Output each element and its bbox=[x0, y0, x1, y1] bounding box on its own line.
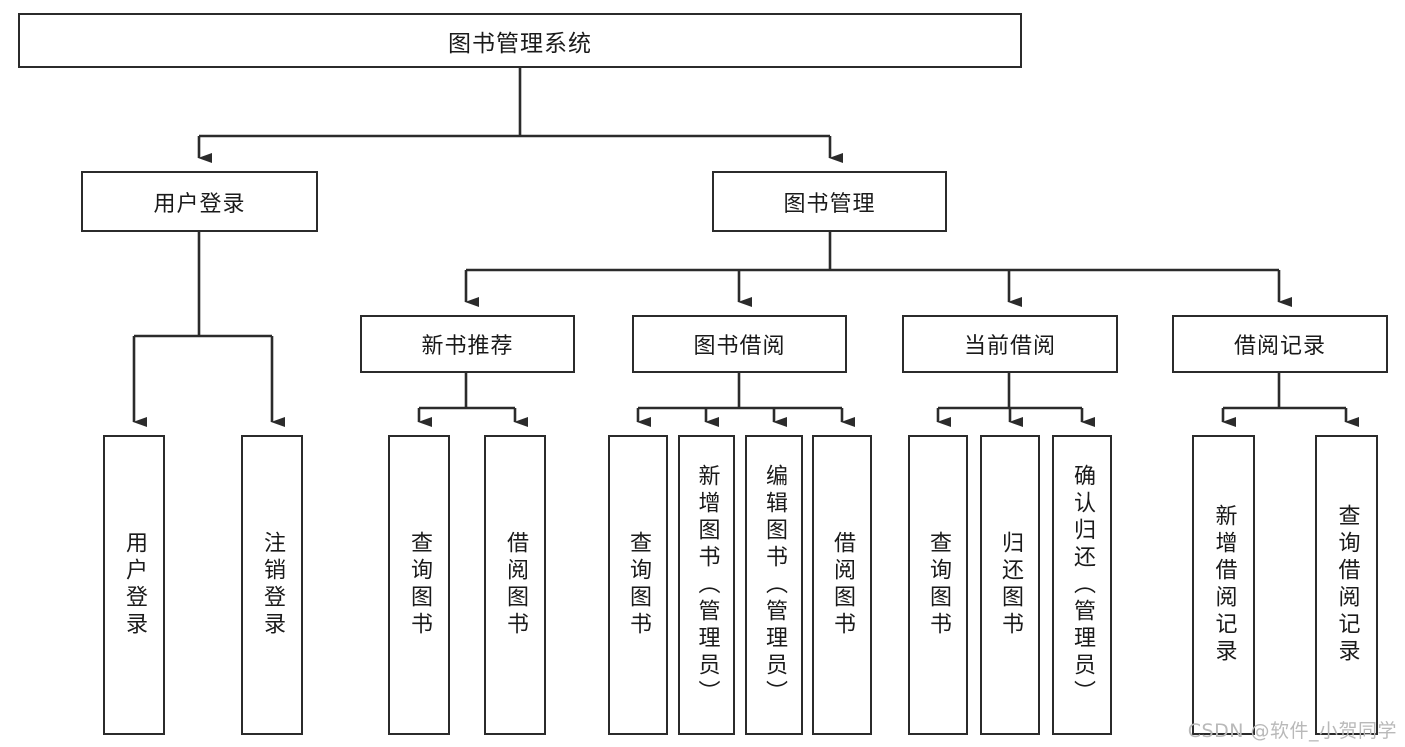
node-borrow-record: 借阅记录 bbox=[1172, 315, 1388, 373]
node-leaf-edit-book-admin: 编辑图书（管理员） bbox=[745, 435, 803, 735]
node-leaf-add-borrow-record: 新增借阅记录 bbox=[1192, 435, 1255, 735]
node-user-login: 用户登录 bbox=[81, 171, 318, 232]
node-label: 用户登录 bbox=[122, 531, 147, 639]
node-label: 编辑图书（管理员） bbox=[762, 463, 787, 707]
node-label: 新增图书（管理员） bbox=[694, 463, 720, 707]
node-leaf-borrow-book-1: 借阅图书 bbox=[484, 435, 546, 735]
node-leaf-confirm-return-admin: 确认归还（管理员） bbox=[1052, 435, 1112, 735]
node-book-manage: 图书管理 bbox=[712, 171, 947, 232]
node-label: 当前借阅 bbox=[963, 334, 1056, 359]
node-leaf-logout: 注销登录 bbox=[241, 435, 303, 735]
node-label: 确认归还（管理员） bbox=[1070, 463, 1095, 707]
node-leaf-return-book: 归还图书 bbox=[980, 435, 1040, 735]
node-leaf-query-book-1: 查询图书 bbox=[388, 435, 450, 735]
node-label: 图书管理系统 bbox=[448, 30, 592, 57]
node-label: 查询图书 bbox=[407, 531, 432, 639]
node-root-system: 图书管理系统 bbox=[18, 13, 1022, 68]
node-label: 查询图书 bbox=[626, 531, 651, 639]
node-label: 查询图书 bbox=[926, 531, 951, 639]
node-leaf-query-borrow-record: 查询借阅记录 bbox=[1315, 435, 1378, 735]
node-leaf-user-login: 用户登录 bbox=[103, 435, 165, 735]
node-leaf-add-book-admin: 新增图书（管理员） bbox=[678, 435, 735, 735]
node-leaf-query-book-2: 查询图书 bbox=[608, 435, 668, 735]
node-label: 图书管理 bbox=[783, 191, 876, 217]
node-leaf-borrow-book-2: 借阅图书 bbox=[812, 435, 872, 735]
node-current-borrow: 当前借阅 bbox=[902, 315, 1118, 373]
node-label: 图书借阅 bbox=[693, 334, 786, 359]
node-book-borrow: 图书借阅 bbox=[632, 315, 847, 373]
node-label: 归还图书 bbox=[998, 531, 1023, 639]
node-leaf-query-book-3: 查询图书 bbox=[908, 435, 968, 735]
node-label: 借阅图书 bbox=[830, 531, 855, 639]
node-label: 新增借阅记录 bbox=[1211, 504, 1237, 666]
node-new-book-rec: 新书推荐 bbox=[360, 315, 575, 373]
node-label: 借阅图书 bbox=[503, 531, 528, 639]
node-label: 用户登录 bbox=[153, 191, 246, 217]
watermark-text: CSDN @软件_小贺同学 bbox=[1187, 720, 1397, 742]
node-label: 新书推荐 bbox=[421, 334, 514, 359]
node-label: 借阅记录 bbox=[1233, 334, 1326, 359]
node-label: 注销登录 bbox=[260, 531, 285, 639]
node-label: 查询借阅记录 bbox=[1334, 504, 1360, 666]
